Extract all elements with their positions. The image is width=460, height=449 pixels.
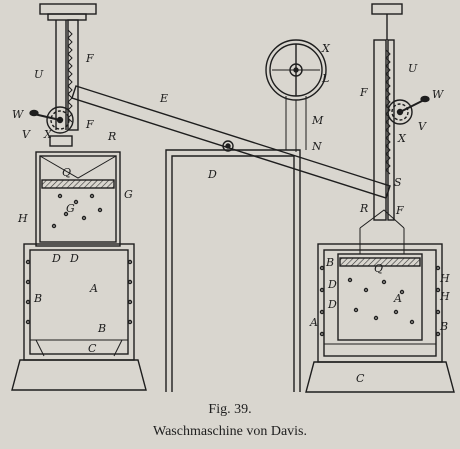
- label-C-left: C: [88, 342, 97, 355]
- label-E-beam: E: [159, 92, 168, 105]
- label-D-pivot: D: [207, 168, 217, 181]
- label-D-left: D: [51, 252, 61, 265]
- label-G-left-box: G: [124, 188, 133, 201]
- label-F-left-mid: F: [85, 118, 94, 131]
- label-F-right-top: F: [359, 86, 368, 99]
- center-support-frame: [165, 149, 301, 392]
- left-gear: [29, 106, 74, 134]
- label-A-right2: A: [309, 316, 318, 329]
- label-X-left: X: [43, 128, 53, 141]
- label-H-right1: H: [439, 272, 450, 285]
- label-D-right1: D: [327, 278, 337, 291]
- label-B-right1: B: [325, 256, 334, 269]
- label-D-right2: D: [327, 298, 337, 311]
- label-W-right: W: [432, 88, 445, 101]
- label-R-right: R: [359, 202, 368, 215]
- label-B-left1: B: [33, 292, 42, 305]
- figure-number: Fig. 39.: [208, 402, 252, 417]
- label-Q-right: Q: [374, 262, 383, 275]
- label-F-right-mid: F: [395, 204, 404, 217]
- label-X-right-top: X: [321, 42, 331, 55]
- label-D-left2: D: [69, 252, 79, 265]
- right-top-fixture: [371, 3, 403, 40]
- left-guide-rods: [55, 19, 79, 131]
- left-upper-container: [35, 151, 121, 247]
- washing-machine-diagram: U F W V X F R Q G G H D D B A B C E D X …: [11, 3, 455, 393]
- label-X-right: X: [397, 132, 407, 145]
- label-L-right: L: [321, 72, 329, 85]
- right-pulley-wheel: [265, 39, 327, 152]
- label-H-left: H: [17, 212, 28, 225]
- left-top-fixture: [39, 3, 97, 21]
- label-B-left2: B: [97, 322, 106, 335]
- figure-title: Waschmaschine von Davis.: [153, 424, 307, 439]
- label-S-right: S: [394, 176, 402, 189]
- diagram-labels: U F W V X F R Q G G H D D B A B C E D X …: [12, 42, 450, 385]
- label-U-right: U: [408, 62, 418, 75]
- label-R-left: R: [107, 130, 116, 143]
- label-H-right2: H: [439, 290, 450, 303]
- label-Q-left: Q: [62, 166, 71, 179]
- label-B-right2: B: [439, 320, 448, 333]
- label-F-left-top: F: [85, 52, 94, 65]
- label-A-right: A: [393, 292, 402, 305]
- label-G-left: G: [66, 202, 75, 215]
- label-A-left: A: [89, 282, 98, 295]
- right-gear: [387, 95, 430, 125]
- label-C-right: C: [356, 372, 365, 385]
- left-lower-tank: [11, 243, 147, 391]
- label-N-right: N: [311, 140, 322, 153]
- label-V-left: V: [22, 128, 31, 141]
- label-M-right: M: [311, 114, 324, 127]
- label-V-right: V: [418, 120, 427, 133]
- label-W-left: W: [12, 108, 25, 121]
- right-guide-rods: [373, 39, 395, 221]
- label-U-left: U: [34, 68, 44, 81]
- right-lower-tank: [305, 209, 455, 393]
